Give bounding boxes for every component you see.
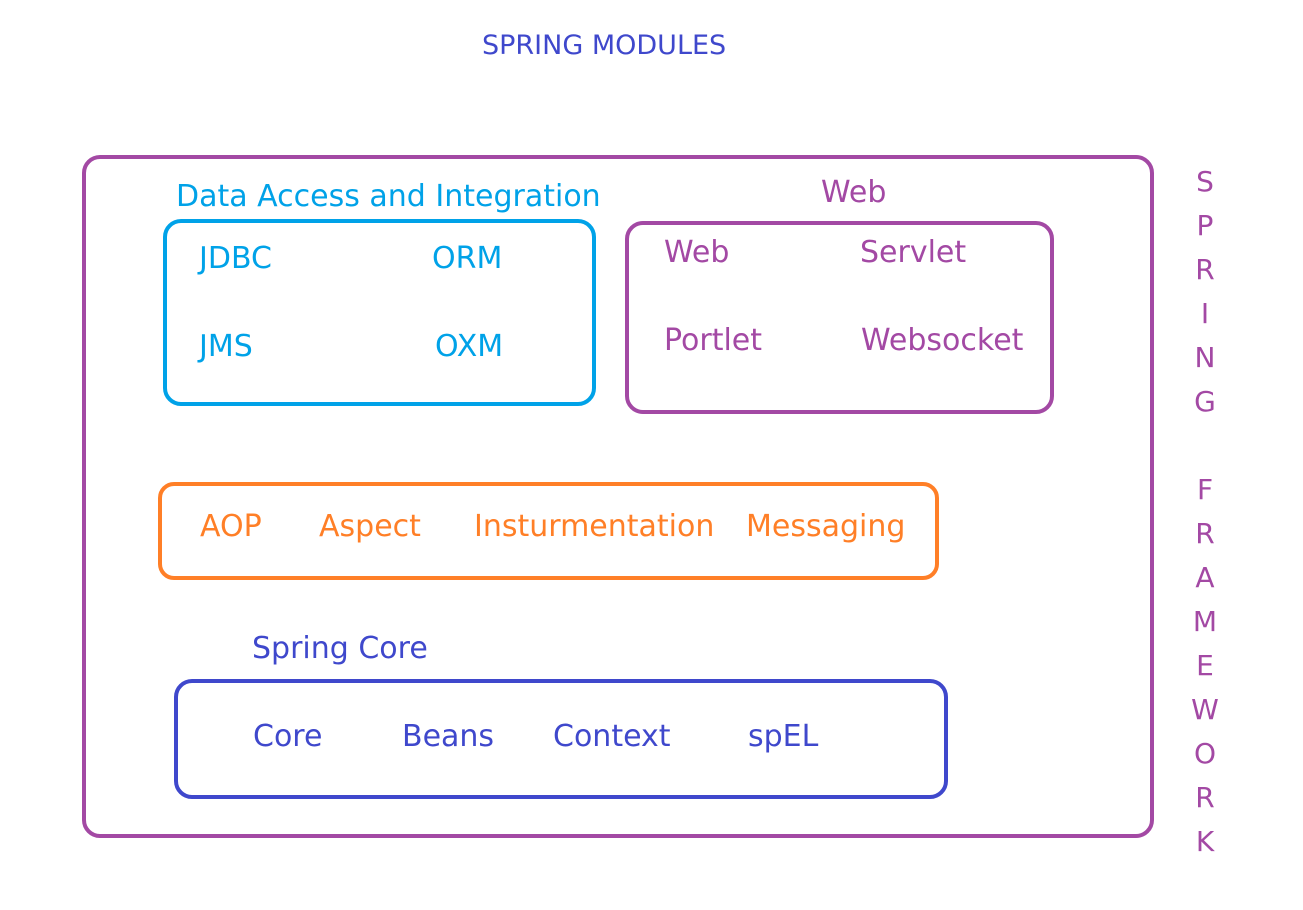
side-letter: K bbox=[1195, 825, 1215, 858]
module-aop: AOP bbox=[200, 509, 262, 544]
module-context: Context bbox=[553, 719, 671, 754]
side-letter: S bbox=[1196, 165, 1214, 198]
data-access-heading: Data Access and Integration bbox=[176, 179, 601, 214]
side-letter: A bbox=[1195, 561, 1215, 594]
module-jms: JMS bbox=[199, 329, 253, 364]
side-letter: O bbox=[1193, 737, 1217, 770]
side-letter: M bbox=[1192, 605, 1218, 638]
module-spel: spEL bbox=[748, 719, 819, 754]
side-letter: W bbox=[1191, 693, 1219, 726]
side-letter: E bbox=[1196, 649, 1214, 682]
module-beans: Beans bbox=[402, 719, 495, 754]
module-messaging: Messaging bbox=[746, 509, 906, 544]
spring-framework-container bbox=[82, 155, 1154, 838]
side-letter: G bbox=[1194, 385, 1216, 418]
module-portlet: Portlet bbox=[664, 323, 763, 358]
module-servlet: Servlet bbox=[860, 235, 967, 270]
side-letter: N bbox=[1194, 341, 1216, 374]
module-core: Core bbox=[253, 719, 323, 754]
side-letter: R bbox=[1195, 253, 1215, 286]
module-instrumentation: Insturmentation bbox=[474, 509, 715, 544]
side-letter: P bbox=[1196, 209, 1214, 242]
module-jdbc: JDBC bbox=[199, 241, 272, 276]
spring-framework-side-label: S P R I N G F R A M E W O R K bbox=[1183, 164, 1227, 868]
data-access-box bbox=[163, 219, 596, 406]
side-letter: I bbox=[1200, 297, 1210, 330]
module-websocket: Websocket bbox=[861, 323, 1024, 358]
side-letter: R bbox=[1195, 781, 1215, 814]
side-letter: R bbox=[1195, 517, 1215, 550]
spring-core-box bbox=[174, 679, 948, 799]
side-letter: F bbox=[1196, 473, 1214, 506]
module-aspect: Aspect bbox=[319, 509, 421, 544]
module-oxm: OXM bbox=[435, 329, 504, 364]
aop-box bbox=[158, 482, 939, 580]
page-title: SPRING MODULES bbox=[482, 30, 727, 61]
module-orm: ORM bbox=[432, 241, 503, 276]
web-heading: Web bbox=[821, 175, 887, 210]
spring-core-heading: Spring Core bbox=[252, 631, 428, 666]
module-web: Web bbox=[664, 235, 730, 270]
web-box bbox=[625, 221, 1054, 414]
